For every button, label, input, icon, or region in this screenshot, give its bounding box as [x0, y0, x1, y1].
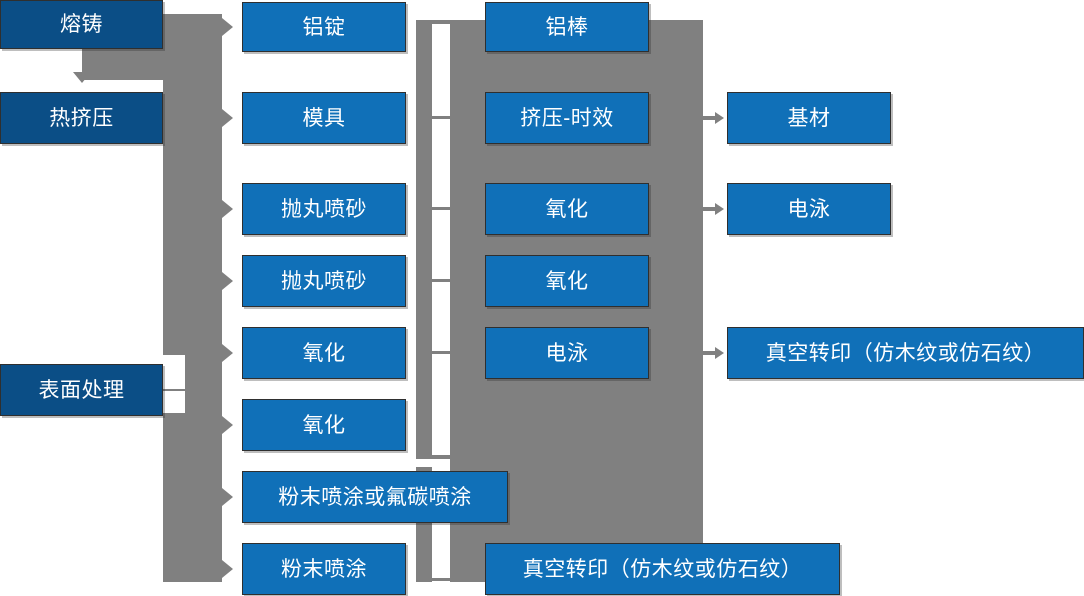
node-label: 真空转印（仿木纹或仿石纹） — [522, 557, 803, 581]
arrow-to-input-3 — [222, 200, 233, 218]
node-label: 基材 — [787, 106, 831, 130]
node-process-extrusion-aging[interactable]: 挤压-时效 — [485, 92, 649, 144]
arrow-to-input-1 — [222, 18, 233, 36]
node-input-shot-blasting-2[interactable]: 抛丸喷砂 — [242, 255, 406, 307]
node-input-oxidation-2[interactable]: 氧化 — [242, 399, 406, 451]
node-input-aluminum-ingot[interactable]: 铝锭 — [242, 2, 406, 52]
node-input-powder-or-fluorocarbon-coating[interactable]: 粉末喷涂或氟碳喷涂 — [242, 471, 508, 523]
arrow-to-input-6 — [222, 416, 233, 434]
node-process-aluminum-bar[interactable]: 铝棒 — [485, 2, 649, 52]
node-label: 氧化 — [545, 197, 589, 221]
node-label: 氧化 — [545, 269, 589, 293]
node-label: 真空转印（仿木纹或仿石纹） — [765, 341, 1046, 365]
stub-3 — [432, 207, 456, 210]
node-label: 熔铸 — [60, 13, 103, 36]
connector-bar-narrow-upper — [416, 20, 432, 458]
node-input-mold[interactable]: 模具 — [242, 92, 406, 144]
node-label: 氧化 — [302, 413, 346, 437]
node-label: 抛丸喷砂 — [281, 197, 367, 221]
arrow-to-input-8 — [222, 560, 233, 578]
node-process-vacuum-transfer-print[interactable]: 真空转印（仿木纹或仿石纹） — [485, 543, 840, 595]
stub-5 — [432, 351, 456, 354]
node-label: 挤压-时效 — [520, 106, 614, 130]
node-label: 模具 — [302, 106, 346, 130]
arrow-to-input-2 — [222, 109, 233, 127]
node-process-oxidation-2[interactable]: 氧化 — [485, 255, 649, 307]
stub-2 — [432, 116, 456, 119]
node-label: 抛丸喷砂 — [281, 269, 367, 293]
node-input-powder-coating[interactable]: 粉末喷涂 — [242, 543, 406, 595]
node-label: 铝棒 — [545, 15, 589, 39]
stub-4 — [432, 279, 456, 282]
node-label: 热挤压 — [49, 106, 114, 130]
node-label: 粉末喷涂 — [281, 557, 367, 581]
connector-stage3-link — [163, 389, 187, 391]
node-label: 铝锭 — [302, 15, 346, 39]
node-label: 表面处理 — [38, 378, 125, 402]
node-input-oxidation-1[interactable]: 氧化 — [242, 327, 406, 379]
arrow-down-stage2 — [73, 72, 91, 83]
stub-6 — [416, 455, 456, 459]
connector-band-left — [163, 14, 222, 582]
arrow-to-input-5 — [222, 344, 233, 362]
arrow-to-input-7 — [222, 488, 233, 506]
arrow-to-input-4 — [222, 272, 233, 290]
node-process-oxidation-1[interactable]: 氧化 — [485, 183, 649, 235]
node-stage-melt-cast[interactable]: 熔铸 — [0, 0, 163, 49]
node-label: 粉末喷涂或氟碳喷涂 — [278, 485, 472, 509]
node-label: 氧化 — [302, 341, 346, 365]
node-label: 电泳 — [787, 197, 831, 221]
node-output-substrate[interactable]: 基材 — [727, 92, 891, 144]
band-left-notch — [163, 355, 185, 413]
node-stage-surface-treatment[interactable]: 表面处理 — [0, 364, 163, 416]
node-output-vacuum-transfer-print[interactable]: 真空转印（仿木纹或仿石纹） — [727, 327, 1084, 379]
node-label: 电泳 — [545, 341, 589, 365]
node-process-electrophoresis[interactable]: 电泳 — [485, 327, 649, 379]
node-output-electrophoresis[interactable]: 电泳 — [727, 183, 891, 235]
stub-7 — [432, 578, 456, 581]
node-input-shot-blasting-1[interactable]: 抛丸喷砂 — [242, 183, 406, 235]
stub-1 — [416, 20, 456, 24]
node-stage-hot-extrusion[interactable]: 热挤压 — [0, 92, 163, 144]
